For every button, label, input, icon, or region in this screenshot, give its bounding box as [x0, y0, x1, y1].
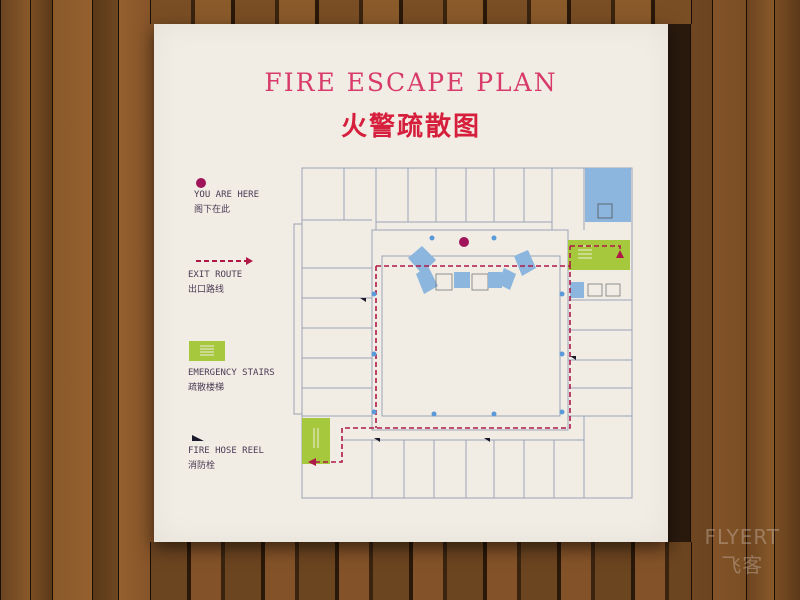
- exit-route-arrow-icon: [196, 257, 253, 265]
- sprinkler-dots: [371, 235, 565, 417]
- building-walls: [293, 167, 633, 499]
- wood-slat: [774, 0, 800, 600]
- wood-slat: [30, 0, 54, 600]
- legend-label-en: YOU ARE HERE: [194, 190, 260, 200]
- fire-escape-plan-sign: FIRE ESCAPE PLAN 火警疏散图 YOU ARE HERE 阁下在此…: [154, 24, 668, 542]
- sign-title: FIRE ESCAPE PLAN: [264, 68, 558, 97]
- sign-subtitle: 火警疏散图: [340, 112, 481, 142]
- fire-hose-reel-icon: [192, 435, 204, 441]
- exit-arrow-left-icon: [308, 458, 316, 466]
- floor-plan: [293, 167, 633, 499]
- wood-slat: [52, 0, 94, 600]
- wood-slat: [746, 0, 776, 600]
- wood-slat: [712, 0, 748, 600]
- legend-label-zh: 消防栓: [188, 461, 216, 471]
- stairs-icon: [189, 341, 225, 361]
- watermark-logo: FLYERT 飞客: [704, 525, 780, 578]
- you-are-here-dot-icon: [196, 178, 206, 188]
- fire-hose-reels: [360, 298, 576, 442]
- legend-label-en: EXIT ROUTE: [188, 270, 243, 280]
- you-are-here-marker-icon: [459, 237, 469, 247]
- legend-label-zh: 疏散楼梯: [188, 383, 225, 393]
- legend-label-en: EMERGENCY STAIRS: [188, 368, 275, 378]
- legend-label-zh: 阁下在此: [194, 205, 231, 215]
- wood-slat: [0, 0, 32, 600]
- wood-slat: [92, 0, 120, 600]
- legend-label-zh: 出口路线: [188, 285, 225, 295]
- watermark-text-zh: 飞客: [721, 553, 764, 577]
- legend-label-en: FIRE HOSE REEL: [188, 446, 264, 456]
- wood-slat: [690, 0, 714, 600]
- wood-slat: [150, 542, 692, 600]
- exit-arrow-up-icon: [616, 250, 624, 258]
- wood-slat: [118, 0, 156, 600]
- emergency-stairs-left: [302, 418, 330, 464]
- watermark-text: FLYERT: [704, 525, 780, 549]
- elevator-core: [408, 168, 631, 298]
- wood-slat: [150, 0, 692, 24]
